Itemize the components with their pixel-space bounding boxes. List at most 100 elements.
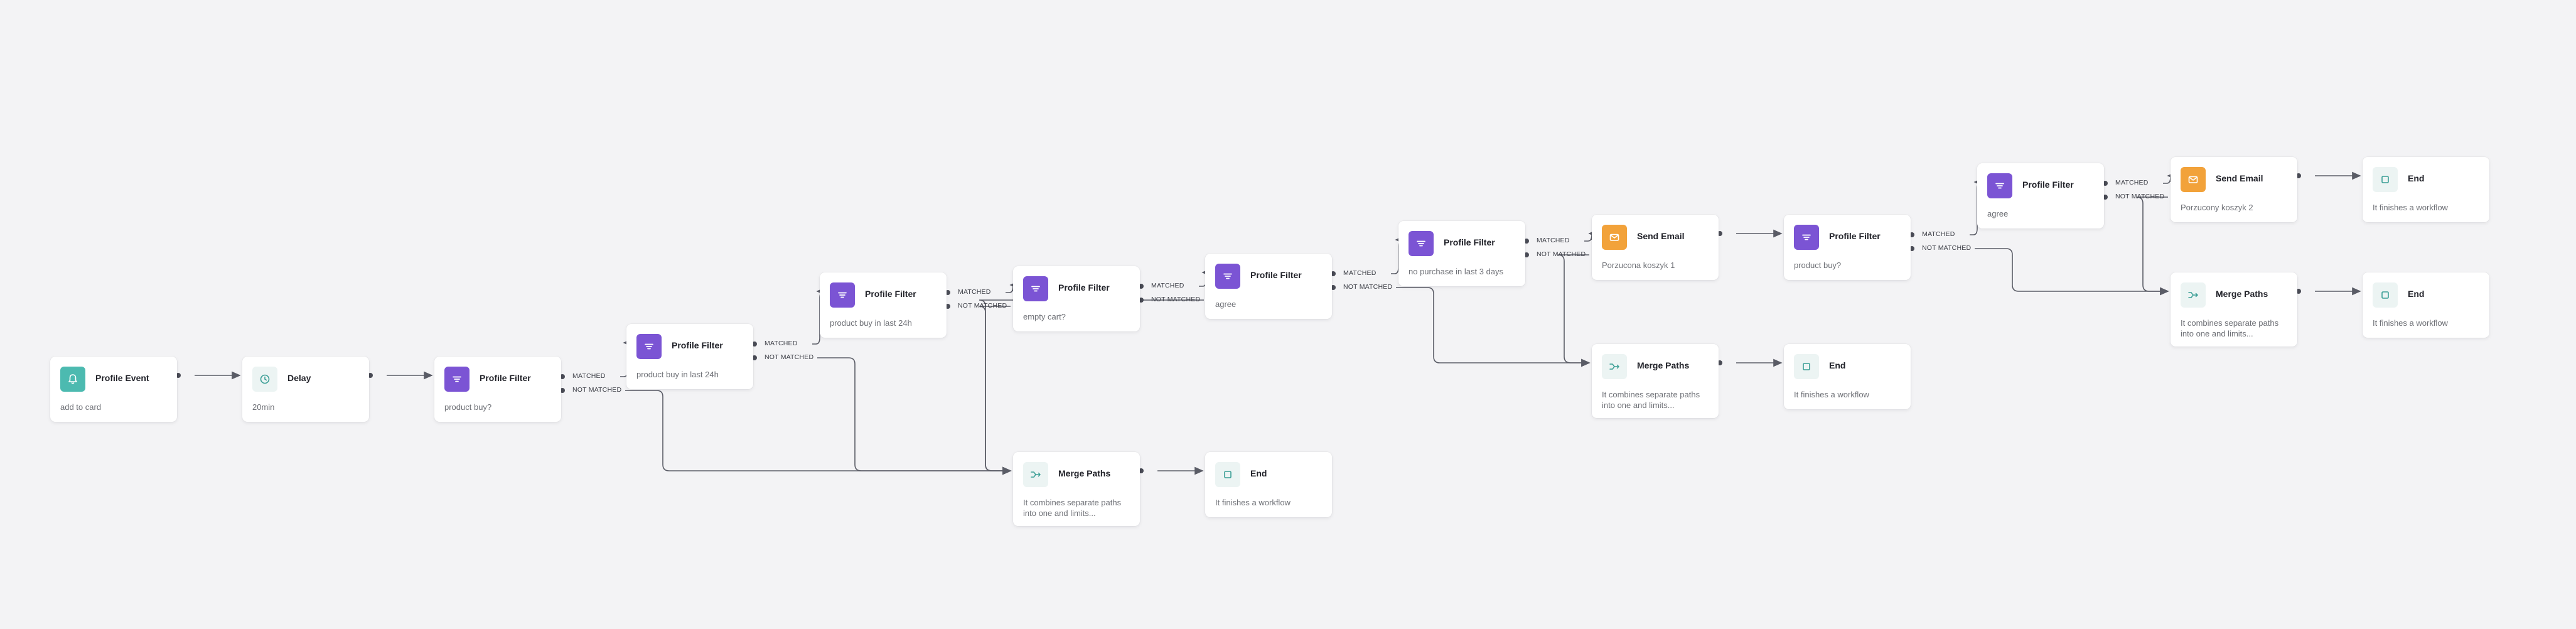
node-subtitle: product buy? bbox=[444, 402, 492, 412]
matched-port[interactable] bbox=[2103, 181, 2108, 186]
not-matched-label: NOT MATCHED bbox=[1343, 283, 1393, 291]
node-title: Profile Filter bbox=[2022, 180, 2074, 190]
stop-square-icon bbox=[2373, 282, 2398, 308]
node-title: Delay bbox=[287, 373, 311, 383]
node-subtitle: 20min bbox=[252, 402, 275, 412]
matched-label: MATCHED bbox=[1922, 230, 1955, 238]
matched-label: MATCHED bbox=[765, 340, 798, 347]
not-matched-port[interactable] bbox=[945, 304, 950, 309]
matched-port[interactable] bbox=[1331, 271, 1336, 276]
merge-arrows-icon bbox=[1023, 462, 1048, 487]
matched-label: MATCHED bbox=[1537, 237, 1570, 244]
node-subtitle: It combines separate paths into one and … bbox=[1023, 498, 1122, 518]
stop-square-icon bbox=[1215, 462, 1240, 487]
node-merge-paths[interactable]: Merge Paths It combines separate paths in… bbox=[2171, 272, 2297, 347]
stop-square-icon bbox=[1794, 354, 1819, 379]
node-merge-paths[interactable]: Merge Paths It combines separate paths in… bbox=[1013, 452, 1140, 526]
node-profile-filter[interactable]: Profile Filter agree bbox=[1205, 254, 1332, 319]
output-port[interactable] bbox=[2296, 173, 2301, 178]
edge-n4-n7[interactable] bbox=[817, 357, 1012, 475]
matched-label: MATCHED bbox=[1343, 269, 1377, 277]
node-profile-filter[interactable]: Profile Filter agree bbox=[1977, 163, 2104, 228]
matched-port[interactable] bbox=[752, 341, 757, 347]
edge-n3-n7[interactable] bbox=[625, 390, 1012, 475]
node-subtitle: It finishes a workflow bbox=[2373, 203, 2448, 212]
node-profile-filter[interactable]: Profile Filter product buy? bbox=[434, 357, 561, 422]
node-title: Profile Filter bbox=[672, 340, 723, 350]
node-title: Merge Paths bbox=[1058, 468, 1111, 478]
node-subtitle: It finishes a workflow bbox=[1215, 498, 1291, 507]
node-title: Profile Filter bbox=[1829, 231, 1881, 241]
merge-arrows-icon bbox=[1602, 354, 1627, 379]
node-subtitle: It combines separate paths into one and … bbox=[2181, 318, 2279, 338]
node-subtitle: Porzucona koszyk 1 bbox=[1602, 261, 1675, 270]
not-matched-label: NOT MATCHED bbox=[958, 302, 1007, 309]
node-end[interactable]: End It finishes a workflow bbox=[1205, 452, 1332, 517]
matched-port[interactable] bbox=[945, 290, 950, 295]
node-title: Profile Event bbox=[95, 373, 149, 383]
node-delay[interactable]: Delay 20min bbox=[242, 357, 369, 422]
node-title: Merge Paths bbox=[2216, 289, 2268, 299]
edge-n5-n7[interactable] bbox=[979, 306, 1012, 475]
node-subtitle: Porzucony koszyk 2 bbox=[2181, 203, 2253, 212]
matched-port[interactable] bbox=[1139, 284, 1144, 289]
output-port[interactable] bbox=[2296, 289, 2301, 294]
clock-icon bbox=[252, 367, 277, 392]
output-port[interactable] bbox=[176, 373, 181, 378]
not-matched-port[interactable] bbox=[752, 355, 757, 360]
not-matched-port[interactable] bbox=[1909, 246, 1914, 251]
matched-label: MATCHED bbox=[1151, 282, 1184, 289]
not-matched-port[interactable] bbox=[1524, 252, 1529, 257]
not-matched-label: NOT MATCHED bbox=[1151, 296, 1201, 303]
matched-port[interactable] bbox=[560, 374, 565, 379]
node-subtitle: agree bbox=[1215, 299, 1237, 309]
not-matched-label: NOT MATCHED bbox=[2115, 193, 2165, 200]
envelope-icon bbox=[2181, 167, 2206, 192]
node-end[interactable]: End It finishes a workflow bbox=[2363, 157, 2489, 222]
not-matched-label: NOT MATCHED bbox=[1537, 250, 1586, 258]
not-matched-port[interactable] bbox=[1139, 298, 1144, 303]
node-subtitle: agree bbox=[1987, 209, 2009, 218]
not-matched-port[interactable] bbox=[1331, 285, 1336, 290]
edge-n6-n7[interactable] bbox=[979, 299, 1204, 475]
output-port[interactable] bbox=[1717, 231, 1722, 236]
not-matched-label: NOT MATCHED bbox=[1922, 244, 1972, 252]
node-subtitle: It finishes a workflow bbox=[2373, 318, 2448, 328]
edge-n15-n17[interactable] bbox=[2136, 196, 2169, 296]
matched-label: MATCHED bbox=[572, 372, 606, 380]
node-title: End bbox=[1250, 468, 1267, 478]
node-title: End bbox=[2408, 173, 2425, 183]
node-title: Profile Filter bbox=[1250, 270, 1302, 280]
filter-icon bbox=[1215, 264, 1240, 289]
edge-n13-n17[interactable] bbox=[1975, 248, 2169, 296]
merge-arrows-icon bbox=[2181, 282, 2206, 308]
not-matched-port[interactable] bbox=[2103, 195, 2108, 200]
output-port[interactable] bbox=[1139, 468, 1144, 473]
filter-icon bbox=[1794, 225, 1819, 250]
filter-icon bbox=[1023, 276, 1048, 301]
node-title: Profile Filter bbox=[1444, 237, 1495, 247]
not-matched-port[interactable] bbox=[560, 388, 565, 393]
edge-n10-n12[interactable] bbox=[1557, 254, 1591, 367]
output-port[interactable] bbox=[1717, 360, 1722, 365]
edge-n9-n12[interactable] bbox=[1396, 287, 1591, 367]
filter-icon bbox=[1987, 173, 2012, 198]
node-title: Profile Filter bbox=[480, 373, 531, 383]
filter-icon bbox=[636, 334, 662, 359]
output-port[interactable] bbox=[368, 373, 373, 378]
matched-port[interactable] bbox=[1909, 232, 1914, 237]
matched-port[interactable] bbox=[1524, 239, 1529, 244]
not-matched-label: NOT MATCHED bbox=[572, 386, 622, 394]
